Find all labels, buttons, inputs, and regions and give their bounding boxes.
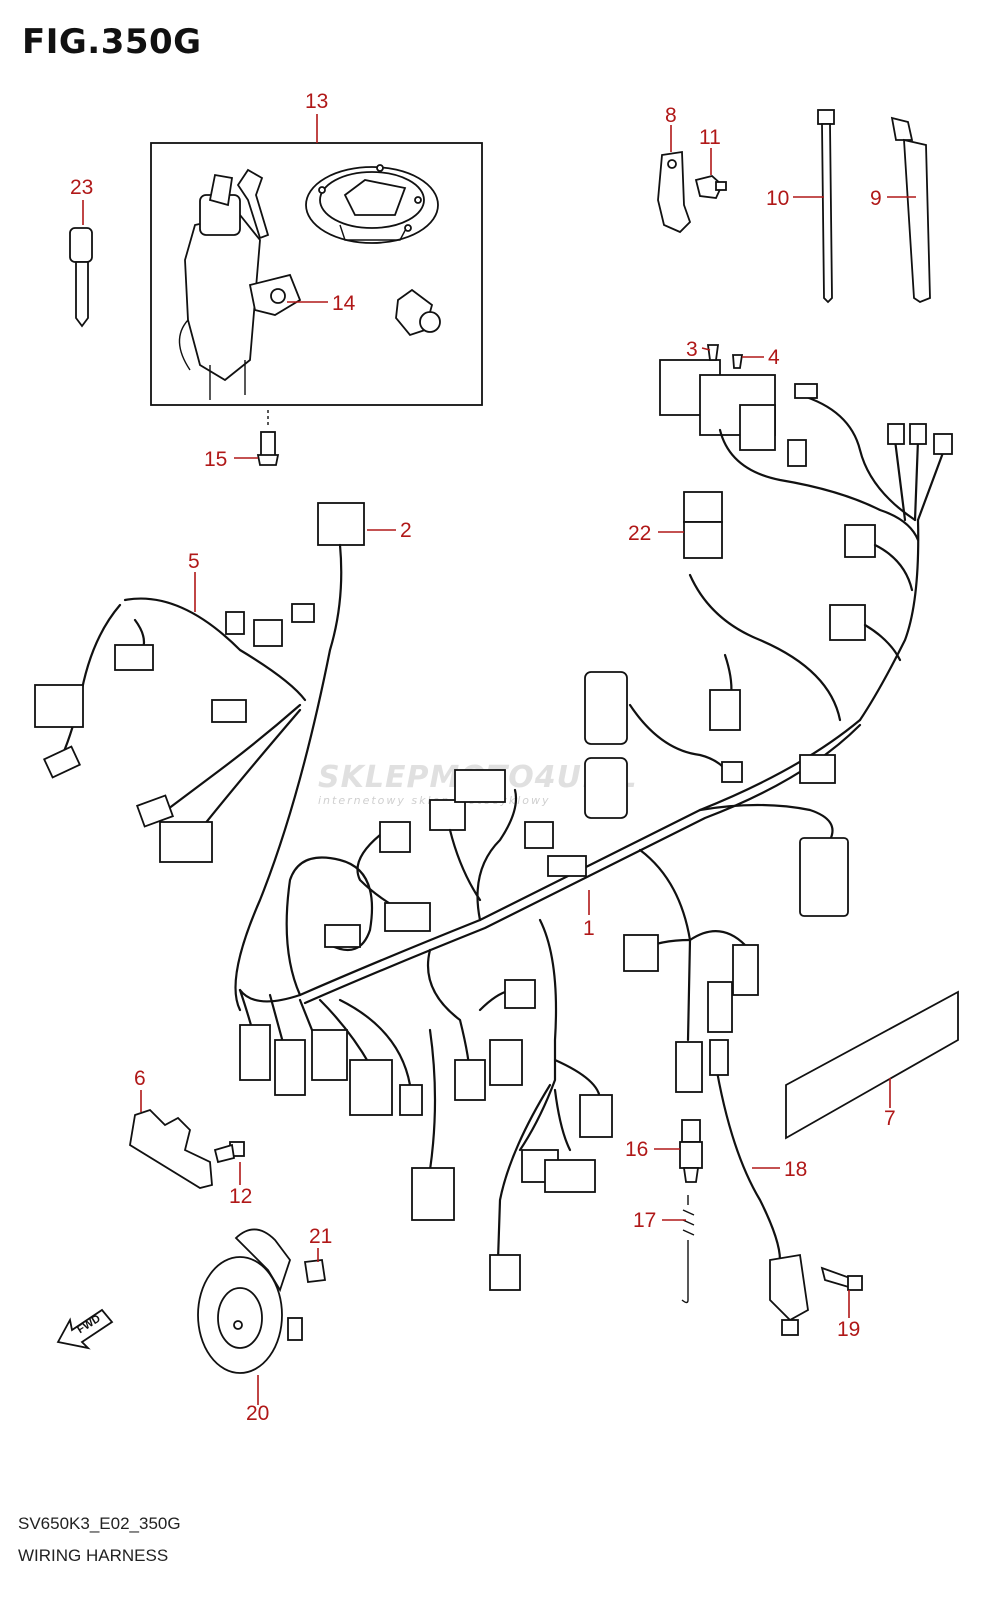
- callout-13: 13: [305, 90, 328, 113]
- connector-left-i: [291, 603, 315, 623]
- connector-regulator: [799, 837, 849, 917]
- fuse-box-part: [659, 344, 776, 451]
- callout-20: 20: [246, 1402, 269, 1425]
- connector-lower-c: [311, 1029, 348, 1081]
- connector-lower-d: [349, 1059, 393, 1116]
- callout-16: 16: [625, 1138, 648, 1161]
- figure-code: SV650K3_E02_350G: [18, 1514, 181, 1533]
- connector-mid-a: [709, 689, 741, 731]
- connector-left-c: [211, 699, 247, 723]
- label-sticker-part-7: [785, 990, 959, 1140]
- callout-21: 21: [309, 1225, 332, 1248]
- spring-part-17: [681, 1195, 695, 1304]
- connector-top-b: [887, 423, 905, 445]
- callout-2: 2: [400, 519, 412, 542]
- callout-12: 12: [229, 1185, 252, 1208]
- callout-4: 4: [768, 346, 780, 369]
- side-stand-switch-part-18: [769, 1253, 809, 1336]
- connector-center-d: [384, 902, 431, 932]
- connector-left-g: [225, 611, 245, 635]
- connector-top-e: [787, 439, 807, 467]
- cable-tie-part-10: [817, 109, 835, 304]
- ecu-connector-a: [584, 671, 628, 745]
- connector-right-b: [829, 604, 866, 641]
- connector-branch-d: [623, 934, 659, 972]
- figure-title: FIG.350G: [22, 22, 202, 62]
- callout-14: 14: [332, 292, 356, 315]
- bracket-part-6: [129, 1108, 245, 1189]
- connector-branch-a: [732, 944, 759, 996]
- connector-branch-c: [675, 1041, 703, 1093]
- connector-center-e: [524, 821, 554, 849]
- connector-left-b: [114, 644, 154, 671]
- connector-right-a: [844, 524, 876, 558]
- bolt-part-11: [694, 175, 727, 199]
- connector-top-c: [909, 423, 927, 445]
- connector-center-g: [324, 924, 361, 948]
- callout-7: 7: [884, 1107, 896, 1130]
- callout-5: 5: [188, 550, 200, 573]
- side-stand-connector: [709, 1039, 729, 1076]
- connector-lower-g: [489, 1039, 523, 1086]
- forward-direction-arrow: FWD: [56, 1308, 114, 1350]
- connector-lower-e: [399, 1084, 423, 1116]
- connector-mid-b: [721, 761, 743, 783]
- connector-lower-i: [411, 1167, 455, 1221]
- connector-lower-h: [504, 979, 536, 1009]
- connector-left-a: [34, 684, 84, 728]
- connector-lower-a: [239, 1024, 271, 1081]
- connector-top-a: [794, 383, 818, 399]
- connector-branch-b: [707, 981, 733, 1033]
- screw-part-15: [256, 410, 280, 466]
- connector-left-h: [253, 619, 283, 647]
- callout-15: 15: [204, 448, 227, 471]
- connector-lower-k: [489, 1254, 521, 1291]
- figure-caption: WIRING HARNESS: [18, 1546, 169, 1565]
- clamp-part-8: [657, 150, 692, 234]
- cable-tie-part-9: [890, 116, 931, 304]
- lock-cylinder-part: [395, 288, 441, 337]
- ecu-connector-b: [584, 757, 628, 819]
- connector-left-d: [135, 794, 175, 828]
- relay-part-22: [683, 491, 723, 559]
- callout-1: 1: [583, 917, 595, 940]
- key-part-23: [69, 227, 93, 328]
- callout-22: 22: [628, 522, 651, 545]
- connector-center-c: [379, 821, 411, 853]
- connector-lower-m: [544, 1159, 596, 1193]
- connector-center-f: [547, 855, 587, 877]
- connector-lower-j: [579, 1094, 613, 1138]
- ignition-switch-part: [178, 168, 302, 400]
- callout-19: 19: [837, 1318, 860, 1341]
- callout-10: 10: [766, 187, 789, 210]
- bolt-part-21: [303, 1259, 327, 1283]
- connector-lower-b: [274, 1039, 306, 1096]
- horn-part-20: [197, 1228, 303, 1374]
- callout-23: 23: [70, 176, 93, 199]
- connector-center-a: [429, 799, 466, 831]
- connector-center-b: [454, 769, 506, 803]
- connector-left-f: [159, 821, 213, 863]
- callout-3: 3: [686, 338, 698, 361]
- connector-top-d: [933, 433, 953, 455]
- callout-9: 9: [870, 187, 882, 210]
- callout-18: 18: [784, 1158, 807, 1181]
- switch-part-16: [679, 1119, 703, 1183]
- fuel-cap-part: [305, 164, 439, 244]
- callout-8: 8: [665, 104, 677, 127]
- connector-lower-f: [454, 1059, 486, 1101]
- connector-mid-c: [799, 754, 836, 784]
- callout-6: 6: [134, 1067, 146, 1090]
- callout-17: 17: [633, 1209, 656, 1232]
- connector-left-e: [42, 745, 82, 779]
- callout-11: 11: [699, 126, 721, 149]
- bolt-part-19: [820, 1266, 863, 1291]
- main-switch-connector-2: [317, 502, 365, 546]
